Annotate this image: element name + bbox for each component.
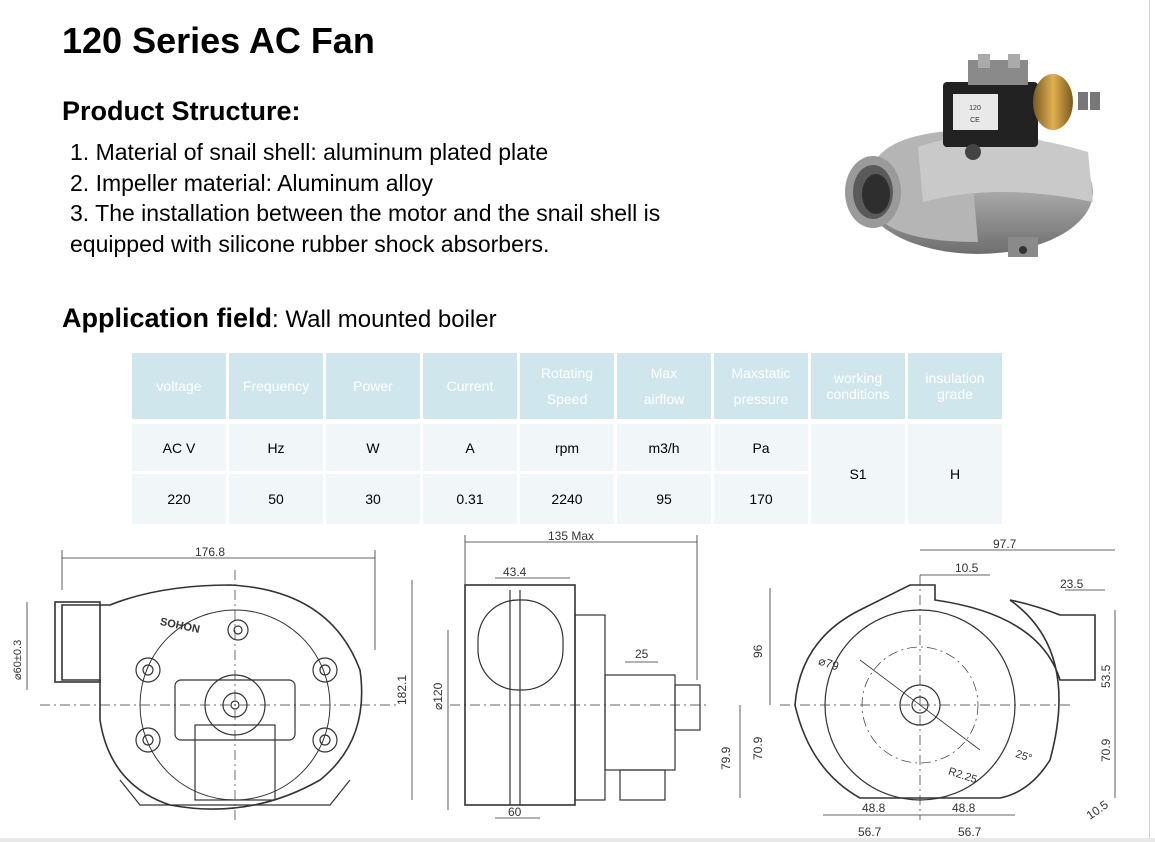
dim-97-7: 97.7	[993, 537, 1017, 551]
table-header-row: voltage Frequency Power Current Rotating…	[132, 353, 1002, 419]
dim-r2-25: R2.25	[947, 766, 979, 786]
dim-43-4: 43.4	[503, 565, 527, 579]
dim-96: 96	[751, 644, 765, 658]
page-bottom-edge	[0, 838, 1155, 842]
dim-79-9: 79.9	[719, 746, 733, 770]
dim-60: 60	[508, 805, 522, 819]
dim-inlet-diameter: ⌀60±0.3	[12, 640, 24, 680]
header-current: Current	[423, 353, 517, 419]
dim-side-diameter: ⌀120	[431, 682, 445, 710]
table-cell: 50	[229, 471, 323, 524]
dim-56-7-left: 56.7	[858, 825, 882, 838]
fan-product-photo: 120 CE	[845, 54, 1100, 257]
page-title: 120 Series AC Fan	[62, 20, 375, 61]
page-right-edge	[1149, 0, 1150, 842]
table-cell: 220	[132, 471, 226, 524]
table-row-units: AC V Hz W A rpm m3/h Pa S1 H	[132, 424, 1002, 524]
application-colon: :	[272, 306, 279, 333]
table-cell: W	[326, 424, 420, 471]
table-cell: Hz	[229, 424, 323, 471]
table-row-values: 220 50 30 0.31 2240 95 170	[132, 471, 1002, 524]
dim-56-7-right: 56.7	[958, 825, 982, 838]
dim-70-9-left: 70.9	[751, 736, 765, 760]
table-cell: Pa	[714, 424, 808, 471]
dim-48-8-right: 48.8	[952, 801, 976, 815]
dim-10-5-top: 10.5	[955, 561, 979, 575]
dim-10-5-corner: 10.5	[1084, 797, 1111, 822]
dim-79-diameter: ⌀79	[817, 654, 841, 674]
structure-item: 3. The installation between the motor an…	[70, 200, 661, 226]
back-view-drawing: 97.7 10.5 23.5 96 53.5 79.9 70.9 70.9 ⌀7…	[719, 537, 1116, 838]
table-cell: AC V	[132, 424, 226, 471]
application-label: Application field	[62, 303, 273, 333]
application-heading: Application field: Wall mounted boiler	[62, 303, 497, 334]
structure-list: 1. Material of snail shell: aluminum pla…	[70, 137, 660, 259]
table-cell: rpm	[520, 424, 614, 471]
dim-25-deg: 25°	[1014, 748, 1034, 765]
dim-depth-max: 135 Max	[548, 530, 594, 543]
dim-23-5: 23.5	[1060, 577, 1084, 591]
dim-width: 176.8	[195, 545, 225, 559]
table-cell: 170	[714, 471, 808, 524]
table-cell: 95	[617, 471, 711, 524]
table-cell: m3/h	[617, 424, 711, 471]
header-voltage: voltage	[132, 353, 226, 419]
table-cell: 30	[326, 471, 420, 524]
structure-item: 1. Material of snail shell: aluminum pla…	[70, 139, 549, 165]
table-cell: A	[423, 424, 517, 471]
front-view-drawing: 176.8 ⌀60±0.3 182.1 SOHON	[12, 545, 413, 820]
application-value: Wall mounted boiler	[278, 306, 497, 333]
insulation-grade-value: H	[908, 424, 1002, 524]
header-frequency: Frequency	[229, 353, 323, 419]
dim-48-8-left: 48.8	[862, 801, 886, 815]
table-cell: 0.31	[423, 471, 517, 524]
structure-item: 2. Impeller material: Aluminum alloy	[70, 169, 434, 196]
motor-label-ce: CE	[970, 117, 980, 124]
structure-heading: Product Structure:	[62, 96, 301, 126]
motor-label: 120	[969, 105, 981, 112]
working-conditions-value: S1	[811, 424, 905, 524]
dim-25: 25	[635, 647, 649, 661]
spec-table: voltage Frequency Power Current Rotating…	[129, 353, 1005, 524]
dim-height: 182.1	[395, 675, 409, 705]
dim-70-9-right: 70.9	[1099, 738, 1113, 762]
table-cell: 2240	[520, 471, 614, 524]
header-power: Power	[326, 353, 420, 419]
side-view-drawing: 135 Max 43.4 ⌀120 25 60	[431, 530, 710, 819]
structure-item: equipped with silicone rubber shock abso…	[70, 230, 550, 257]
dim-53-5: 53.5	[1099, 664, 1113, 688]
